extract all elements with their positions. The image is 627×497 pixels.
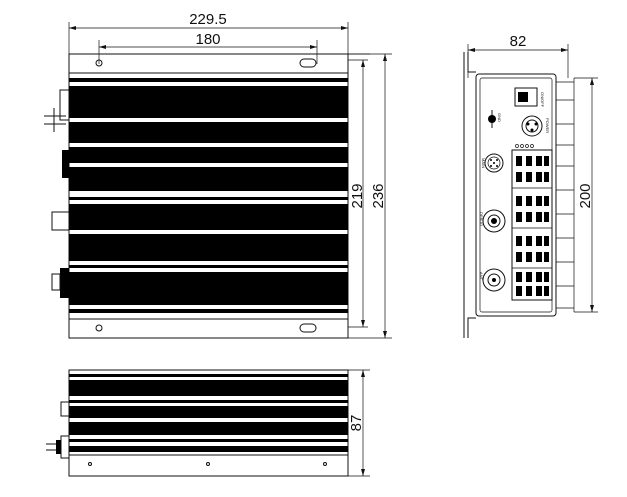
end-view: 82 ON/OFF: [463, 33, 598, 338]
debug-connector: [482, 209, 506, 233]
power-connector-label: POWER: [545, 118, 550, 133]
front-panel: [475, 73, 557, 317]
main-connector: [484, 153, 504, 173]
power-connector: [521, 115, 543, 137]
mount-hole: [95, 324, 103, 332]
ground-label: GND: [497, 113, 502, 122]
mount-hole: [95, 59, 103, 67]
top-body: [68, 72, 349, 320]
debug-connector-label: DEBUG: [479, 212, 484, 226]
dim-overall-width-label: 229.5: [189, 11, 227, 28]
dim-end-width-label: 82: [510, 33, 527, 50]
top-view: 229.5 180: [44, 11, 392, 339]
dim-outer-height-label: 236: [370, 183, 387, 208]
power-switch: [514, 87, 538, 107]
dim-inner-height: 219: [348, 53, 370, 328]
dim-inner-height-label: 219: [349, 183, 366, 208]
dim-hole-spacing: 180: [98, 31, 318, 64]
dim-outer-height: 236: [348, 53, 392, 339]
dim-end-height-label: 200: [577, 183, 594, 208]
mount-slot: [299, 58, 317, 68]
power-switch-label: ON/OFF: [540, 92, 545, 108]
fin-ends: [556, 78, 575, 312]
mount-slot: [299, 323, 317, 333]
antenna-connector: [482, 268, 506, 292]
ground-screw: GND: [488, 110, 502, 128]
terminal-blocks: [511, 149, 553, 301]
antenna-connector-label: ANT: [479, 272, 484, 281]
dim-end-height: 200: [574, 77, 598, 313]
dim-side-height: 87: [348, 369, 370, 477]
dim-hole-spacing-label: 180: [195, 31, 220, 48]
dim-end-width: 82: [467, 33, 569, 78]
status-leds: [515, 144, 534, 148]
side-view: 87: [46, 369, 370, 477]
heatsink-fins-side: [69, 374, 348, 452]
heatsink-fins-top: [69, 78, 348, 313]
side-left-connectors: [46, 401, 70, 459]
dim-side-height-label: 87: [348, 415, 365, 432]
top-left-connectors: [44, 89, 70, 298]
bracket-bottom: [467, 317, 476, 338]
bracket-top: [467, 52, 476, 73]
dim-overall-width: 229.5: [68, 11, 349, 56]
main-connector-label: MAIN: [481, 158, 486, 168]
